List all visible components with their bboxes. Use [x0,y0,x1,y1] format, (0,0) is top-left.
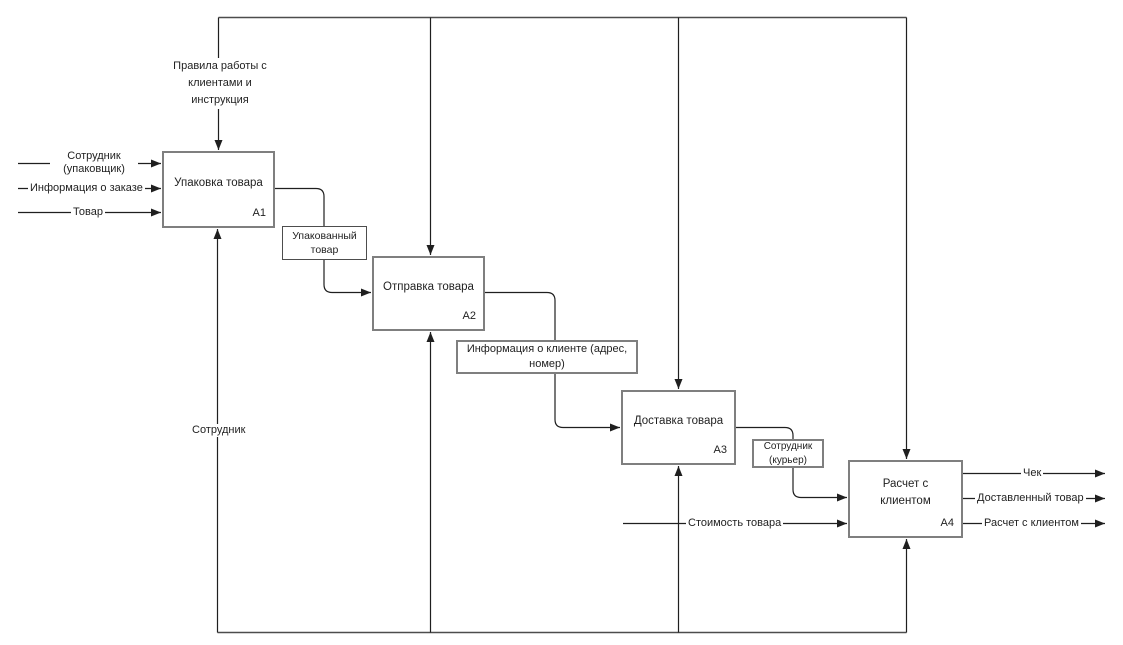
activity-title-a4: Расчет с клиентом [880,478,931,507]
mechanism-label-employee: Сотрудник [190,424,248,437]
input-label-employee-packer: Сотрудник (упаковщик) [50,150,138,176]
mechanism-label-employee-text: Сотрудник [192,424,246,436]
flow-label-packed-goods-text: Упакованный товар [292,229,357,256]
activity-title-a1: Упаковка товара [174,177,263,190]
activity-code-a3: A3 [713,444,727,457]
output-label-receipt-text: Чек [1023,467,1042,479]
output-label-settlement-text: Расчет с клиентом [984,517,1079,529]
activity-box-a1: Упаковка товара A1 [162,151,275,228]
output-label-receipt: Чек [1021,467,1044,480]
flow-label-packed-goods: Упакованный товар [282,226,367,260]
output-label-delivered-goods: Доставленный товар [975,492,1086,505]
activity-title-a3: Доставка товара [633,415,724,428]
activity-box-a2: Отправка товара A2 [372,256,485,331]
activity-box-a3: Доставка товара A3 [621,390,736,465]
activity-code-a1: A1 [252,207,266,220]
input-label-goods-cost: Стоимость товара [686,517,784,530]
flow-label-client-info-text: Информация о клиенте (адрес, номер) [466,343,628,370]
flow-label-employee-courier: Сотрудник (курьер) [752,439,824,468]
output-label-delivered-goods-text: Доставленный товар [977,492,1084,504]
flow-label-client-info: Информация о клиенте (адрес, номер) [456,340,638,374]
activity-code-a4: A4 [940,517,954,530]
activity-title-a2: Отправка товара [383,281,474,294]
input-label-goods: Товар [71,206,105,219]
input-label-goods-text: Товар [73,206,103,218]
input-label-order-info: Информация о заказе [28,182,145,195]
input-label-order-info-text: Информация о заказе [30,182,143,194]
input-label-goods-cost-text: Стоимость товара [688,517,782,529]
flow-label-employee-courier-text: Сотрудник (курьер) [763,441,813,466]
control-label-rules-text: Правила работы с клиентами и инструкция [173,60,267,106]
input-label-employee-packer-text: Сотрудник (упаковщик) [63,150,125,175]
activity-code-a2: A2 [462,310,476,323]
control-label-rules: Правила работы с клиентами и инструкция [161,58,279,109]
activity-box-a4: Расчет с клиентом A4 [848,460,963,538]
output-label-settlement: Расчет с клиентом [982,517,1081,530]
